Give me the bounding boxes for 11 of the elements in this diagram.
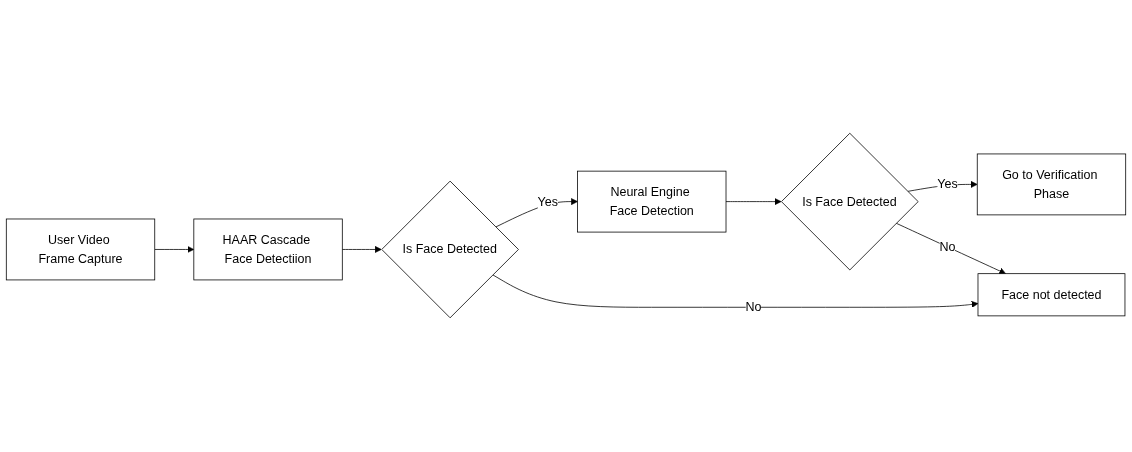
node-box: Neural Engine Face Detection [577, 171, 727, 233]
node-diamond: Is Face Detected [381, 181, 519, 319]
edge-label: No [939, 240, 956, 254]
node-diamond: Is Face Detected [781, 133, 919, 271]
node-box: Go to Verification Phase [976, 154, 1127, 216]
node-box: User Video Frame Capture [5, 219, 156, 281]
edge-label: Yes [937, 177, 958, 192]
node-box: Face not detected [977, 273, 1126, 317]
edge-label: Yes [537, 195, 559, 209]
node-box: HAAR Cascade Face Detectiion [193, 219, 343, 281]
edge-label: No [745, 300, 762, 314]
